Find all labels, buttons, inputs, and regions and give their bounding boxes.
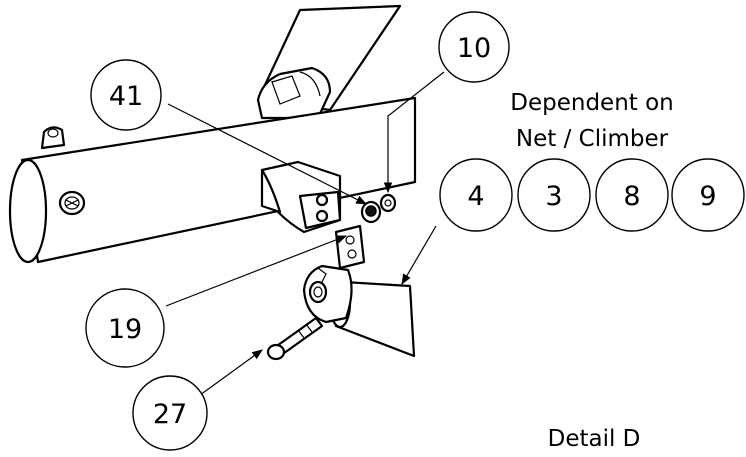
callout-4-text: 4: [467, 181, 484, 212]
lower-tube: [302, 264, 416, 358]
washer-part: [379, 193, 397, 213]
callout-9: 9: [671, 158, 745, 232]
detail-label: Detail D: [548, 426, 641, 452]
plate-part: [334, 224, 366, 270]
callout-10-text: 10: [457, 33, 491, 64]
nut-part: [360, 200, 382, 224]
beam-side-bolt: [58, 190, 86, 216]
callout-27: 27: [132, 375, 208, 451]
callout-3-text: 3: [545, 181, 562, 212]
callout-9-text: 9: [699, 181, 716, 212]
note-line-2: Net / Climber: [516, 126, 669, 152]
callout-8-text: 8: [623, 181, 640, 212]
bolt-part: [266, 316, 324, 361]
callout-3: 3: [517, 158, 591, 232]
callout-10: 10: [438, 11, 510, 83]
callout-19-text: 19: [108, 314, 142, 345]
upper-diagonal-tube: [256, 4, 402, 120]
callout-19: 19: [85, 288, 165, 368]
note-line-1: Dependent on: [510, 90, 674, 116]
callout-41: 41: [90, 59, 162, 131]
bracket: [260, 160, 342, 234]
main-beam: [8, 96, 417, 264]
callout-41-text: 41: [109, 81, 143, 112]
callout-8: 8: [595, 158, 669, 232]
callout-4: 4: [439, 158, 513, 232]
leader-lines: [165, 71, 445, 399]
callout-27-text: 27: [153, 399, 187, 430]
